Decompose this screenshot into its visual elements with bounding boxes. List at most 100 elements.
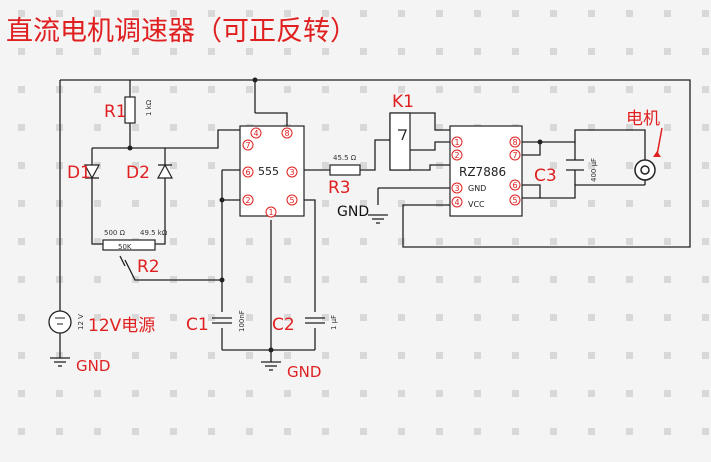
grid-dot xyxy=(474,428,481,435)
grid-dot xyxy=(664,48,671,55)
grid-dot xyxy=(284,10,291,17)
grid-dot xyxy=(626,200,633,207)
grid-dot xyxy=(702,428,709,435)
grid-dot xyxy=(398,314,405,321)
pin-circle xyxy=(451,196,463,208)
grid-dot xyxy=(588,48,595,55)
grid-dot xyxy=(512,352,519,359)
grid-dot xyxy=(208,48,215,55)
grid-dot xyxy=(474,276,481,283)
grid-dot xyxy=(664,238,671,245)
grid-dot xyxy=(436,48,443,55)
grid-dot xyxy=(360,390,367,397)
grid-dot xyxy=(94,86,101,93)
grid-dot xyxy=(436,238,443,245)
grid-dot xyxy=(246,10,253,17)
grid-dot xyxy=(94,48,101,55)
grid-dot xyxy=(702,238,709,245)
grid-dot xyxy=(284,48,291,55)
r2-right-value: 49.5 kΩ xyxy=(140,229,168,237)
grid-dot xyxy=(626,352,633,359)
grid-dot xyxy=(512,390,519,397)
grid-dot xyxy=(398,200,405,207)
grid-dot xyxy=(208,314,215,321)
grid-dot xyxy=(512,428,519,435)
grid-dot xyxy=(246,276,253,283)
grid-dot xyxy=(474,314,481,321)
grid-dot xyxy=(664,390,671,397)
grid-dot xyxy=(56,10,63,17)
grid-dot xyxy=(360,276,367,283)
grid-dot xyxy=(246,428,253,435)
grid-dot xyxy=(208,238,215,245)
grid-dot xyxy=(132,162,139,169)
pin-number: 7 xyxy=(513,151,518,160)
grid-dot xyxy=(474,238,481,245)
diode-d2: D2 xyxy=(126,163,174,183)
grid-dot xyxy=(702,48,709,55)
grid-dot xyxy=(170,200,177,207)
c1-label: C1 xyxy=(186,315,209,335)
grid-dot xyxy=(436,200,443,207)
resistor-r1: R1 1 kΩ xyxy=(104,96,153,124)
grid-dot xyxy=(322,352,329,359)
grid-dot xyxy=(18,238,25,245)
grid-dot xyxy=(550,10,557,17)
grid-dot xyxy=(208,124,215,131)
grid-dot xyxy=(246,352,253,359)
grid-dot xyxy=(94,238,101,245)
grid-dot xyxy=(550,352,557,359)
grid-dot xyxy=(702,390,709,397)
pin-number: 4 xyxy=(254,129,259,138)
pin-circle xyxy=(509,194,521,206)
grid-dot xyxy=(132,86,139,93)
ground-left: GND xyxy=(50,357,110,375)
grid-dot xyxy=(208,200,215,207)
ic555-label: 555 xyxy=(258,165,279,178)
grid-dot xyxy=(322,276,329,283)
grid-dot xyxy=(246,238,253,245)
grid-dot xyxy=(284,276,291,283)
grid-dot xyxy=(208,162,215,169)
grid-dot xyxy=(322,48,329,55)
grid-dot xyxy=(398,352,405,359)
grid-dot xyxy=(360,238,367,245)
wires xyxy=(59,77,691,362)
grid-dot xyxy=(170,314,177,321)
grid-dot xyxy=(246,86,253,93)
pin-number: 1 xyxy=(269,208,274,217)
grid-dot xyxy=(360,200,367,207)
grid-dot xyxy=(588,124,595,131)
grid-dot xyxy=(436,314,443,321)
r3-value: 45.5 Ω xyxy=(333,154,357,162)
grid-dot xyxy=(512,238,519,245)
background-grid xyxy=(18,10,709,435)
grid-dot xyxy=(626,48,633,55)
grid-dot xyxy=(588,314,595,321)
pin-circle xyxy=(242,139,254,151)
grid-dot xyxy=(398,48,405,55)
grid-dot xyxy=(664,276,671,283)
r2-left-value: 500 Ω xyxy=(104,229,126,237)
grid-dot xyxy=(322,428,329,435)
pin-circle xyxy=(281,127,293,139)
capacitor-c2: C2 1 µF xyxy=(272,315,338,335)
grid-dot xyxy=(588,86,595,93)
grid-dot xyxy=(94,352,101,359)
grid-dot xyxy=(702,276,709,283)
grid-dot xyxy=(360,352,367,359)
grid-dot xyxy=(436,86,443,93)
gnd-center-label: GND xyxy=(287,363,321,381)
pin-circle xyxy=(451,182,463,194)
grid-dot xyxy=(94,276,101,283)
grid-dot xyxy=(360,86,367,93)
grid-dot xyxy=(588,428,595,435)
grid-dot xyxy=(474,86,481,93)
grid-dot xyxy=(132,428,139,435)
grid-dot xyxy=(702,162,709,169)
grid-dot xyxy=(436,428,443,435)
grid-dot xyxy=(284,314,291,321)
grid-dot xyxy=(626,162,633,169)
grid-dot xyxy=(322,200,329,207)
